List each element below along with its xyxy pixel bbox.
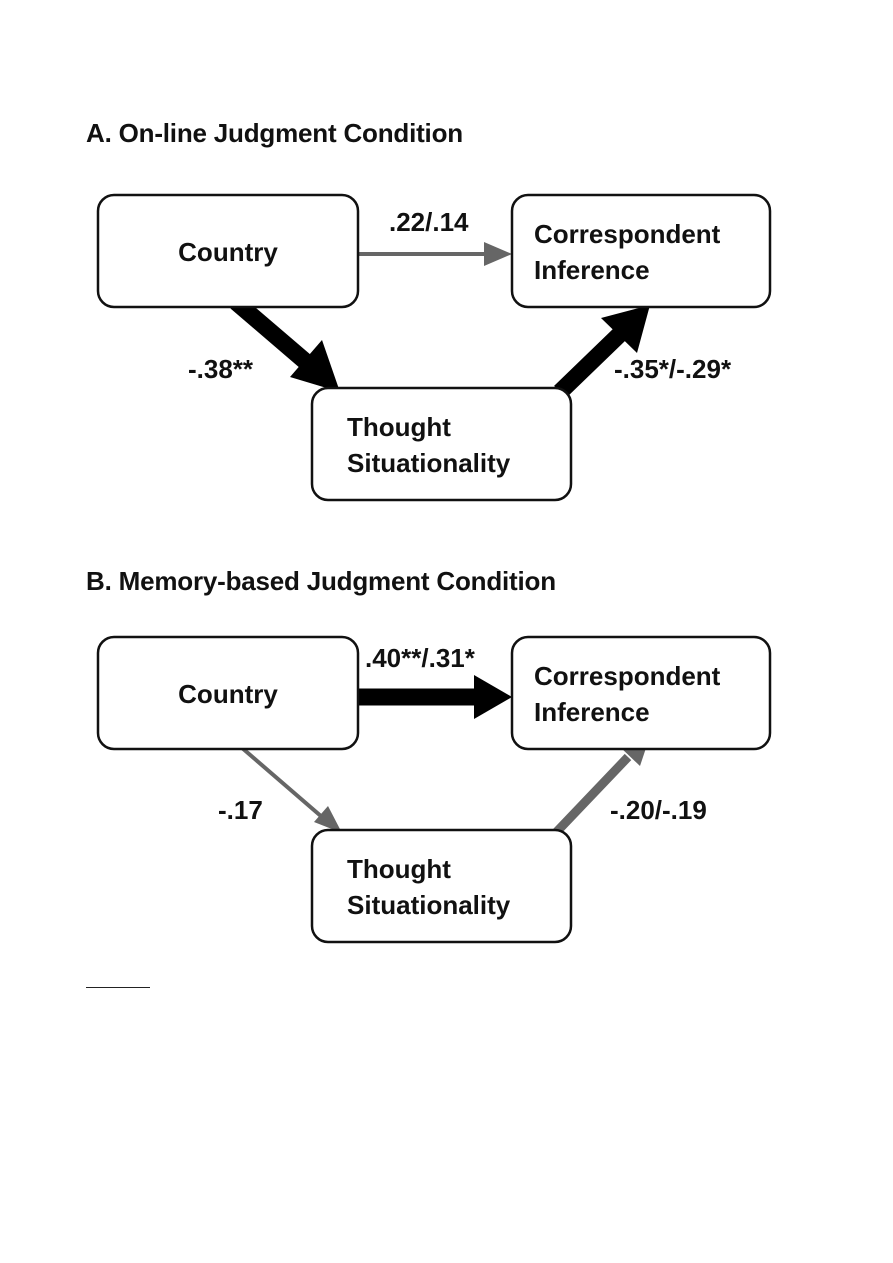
panel-b-diagram: Country Correspondent Inference Thought … [96, 635, 772, 944]
coef-country-to-thought: -.17 [218, 795, 263, 825]
coef-thought-to-inference: -.20/-.19 [610, 795, 707, 825]
node-thought-label-line2: Situationality [347, 890, 511, 920]
node-country: Country [96, 193, 360, 309]
edge-country-to-thought [232, 739, 342, 833]
panel-a-title: A. On-line Judgment Condition [86, 118, 463, 148]
footnote-rule [86, 987, 150, 988]
node-thought-label-line2: Situationality [347, 448, 511, 478]
node-thought-label-line1: Thought [347, 412, 451, 442]
node-inference-label-line2: Inference [534, 255, 650, 285]
node-country-label: Country [178, 237, 278, 267]
node-country-label: Country [178, 679, 278, 709]
edge-thought-to-inference [542, 736, 650, 847]
coef-country-to-inference: .40**/.31* [365, 643, 476, 673]
coef-thought-to-inference: -.35*/-.29* [614, 354, 732, 384]
node-correspondent-inference: Correspondent Inference [510, 193, 772, 309]
node-thought-situationality: Thought Situationality [310, 828, 573, 944]
node-thought-situationality: Thought Situationality [310, 386, 573, 502]
node-inference-label-line1: Correspondent [534, 219, 721, 249]
panel-a: A. On-line Judgment Condition Country Co… [0, 0, 893, 540]
edge-country-to-inference [358, 675, 512, 719]
edge-country-to-thought [230, 295, 340, 392]
panel-b: B. Memory-based Judgment Condition Count… [0, 540, 893, 980]
node-correspondent-inference: Correspondent Inference [510, 635, 772, 751]
coef-country-to-thought: -.38** [188, 354, 254, 384]
panel-b-title: B. Memory-based Judgment Condition [86, 566, 556, 596]
node-inference-label-line2: Inference [534, 697, 650, 727]
panel-a-diagram: Country Correspondent Inference Thought … [96, 193, 772, 502]
node-inference-label-line1: Correspondent [534, 661, 721, 691]
coef-country-to-inference: .22/.14 [389, 207, 469, 237]
edge-thought-to-inference [554, 305, 650, 399]
edge-country-to-inference [358, 242, 512, 266]
node-country: Country [96, 635, 360, 751]
node-thought-label-line1: Thought [347, 854, 451, 884]
